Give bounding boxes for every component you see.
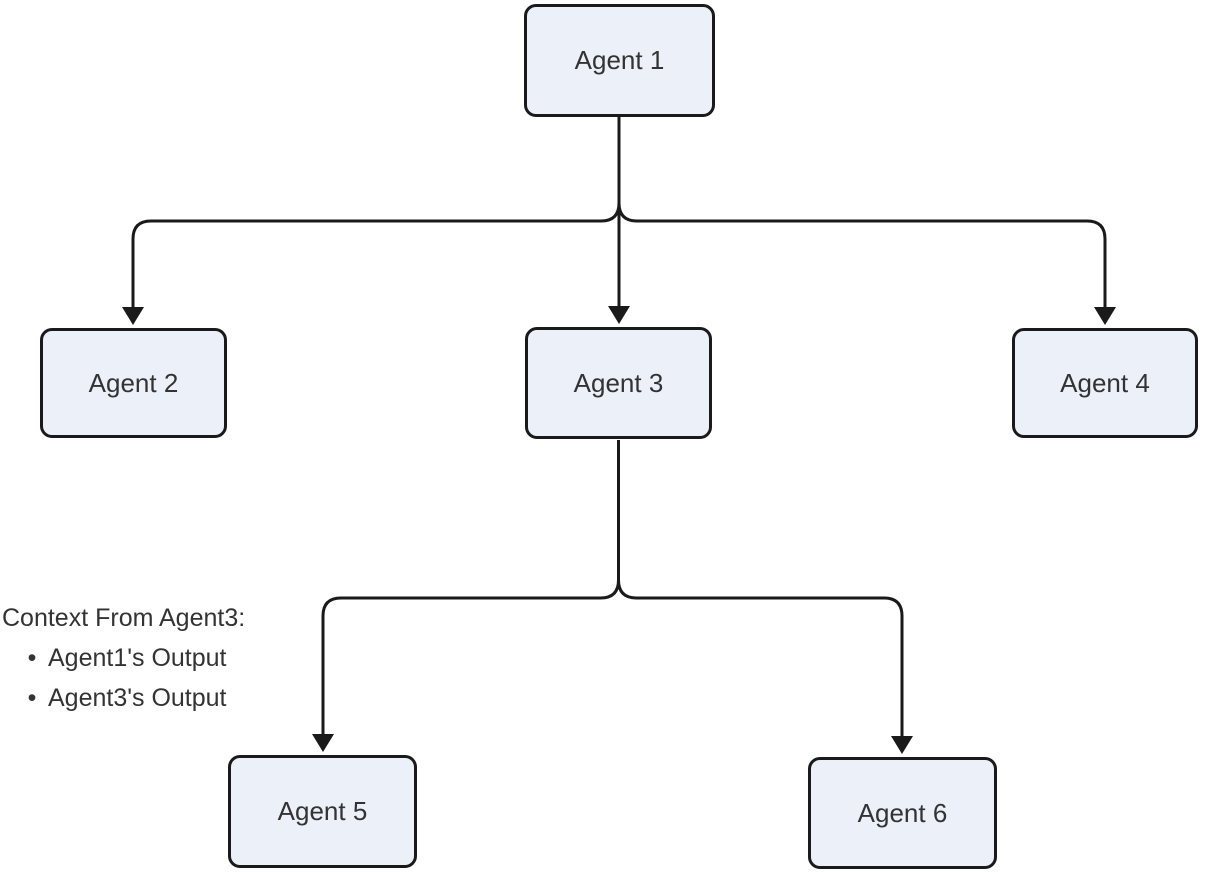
node-agent-2: Agent 2 [40, 328, 227, 438]
node-agent-4: Agent 4 [1012, 328, 1198, 438]
context-annotation-item-1: Agent1's Output [48, 644, 227, 672]
bullet-icon: • [27, 644, 37, 672]
edge-agent3-agent5 [321, 440, 620, 740]
arrowhead-agent2 [122, 307, 144, 325]
bullet-icon: • [27, 684, 37, 712]
edge-agent3-agent6 [617, 440, 904, 742]
list-item: • Agent3's Output [2, 678, 302, 718]
node-agent-5-label: Agent 5 [277, 796, 368, 826]
context-annotation-list: • Agent1's Output • Agent3's Output [2, 638, 302, 718]
node-agent-3-label: Agent 3 [573, 367, 664, 398]
node-agent-1-label: Agent 1 [574, 45, 665, 75]
arrowhead-agent3 [608, 306, 630, 324]
node-agent-6-label: Agent 6 [857, 797, 948, 828]
context-annotation: Context From Agent3: • Agent1's Output •… [2, 598, 302, 718]
edge-agent1-agent2 [131, 117, 621, 313]
arrowhead-agent5 [312, 734, 334, 752]
context-annotation-title: Context From Agent3: [2, 604, 246, 632]
node-agent-4-label: Agent 4 [1060, 367, 1150, 398]
node-agent-6: Agent 6 [808, 757, 997, 869]
node-agent-1: Agent 1 [524, 4, 715, 117]
context-annotation-item-2: Agent3's Output [48, 684, 227, 712]
list-item: • Agent1's Output [2, 638, 302, 678]
arrowhead-agent4 [1094, 307, 1116, 325]
edge-agent1-agent4 [617, 117, 1107, 313]
node-agent-3: Agent 3 [525, 327, 712, 439]
node-agent-2-label: Agent 2 [88, 367, 179, 398]
arrowhead-agent6 [891, 736, 913, 754]
node-agent-5: Agent 5 [228, 755, 417, 868]
